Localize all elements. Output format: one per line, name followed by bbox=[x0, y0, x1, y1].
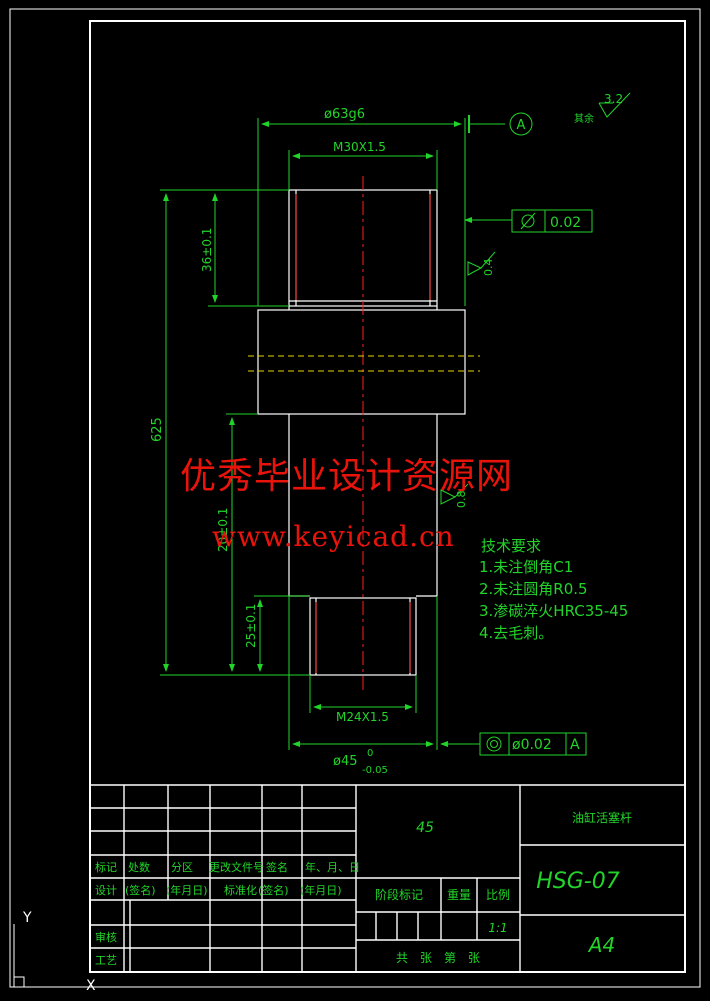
hdr-zone: 分区 bbox=[171, 861, 193, 874]
datum-a-circle bbox=[509, 112, 533, 136]
dim-tol-lower: -0.05 bbox=[362, 765, 388, 776]
coaxiality-datum: A bbox=[570, 737, 580, 753]
roughness-value-2: 0.8 bbox=[455, 491, 468, 509]
title-scale: 1:1 bbox=[488, 921, 507, 935]
dim-thread-top: M30X1.5 bbox=[333, 140, 386, 154]
process-label: 工艺 bbox=[95, 954, 117, 967]
drawing-frame bbox=[89, 20, 686, 973]
dim-mid-len: 20±0.1 bbox=[216, 508, 230, 552]
watermark-url: www.keyicad.cn bbox=[212, 520, 455, 553]
hdr-count: 处数 bbox=[128, 861, 150, 874]
roughness-rest-value: 3.2 bbox=[604, 92, 623, 106]
ucs-y: Y bbox=[22, 910, 32, 926]
tech-title: 技术要求 bbox=[481, 537, 541, 555]
design-label: 设计 bbox=[95, 884, 117, 897]
tech-item: 4.去毛刺。 bbox=[479, 624, 553, 642]
datum-a-label: A bbox=[517, 118, 526, 133]
title-paper: A4 bbox=[587, 933, 615, 957]
design-date1: (年月日) bbox=[166, 883, 208, 897]
tech-item: 1.未注倒角C1 bbox=[479, 558, 573, 576]
ucs-x: X bbox=[86, 978, 96, 994]
paper-border bbox=[9, 8, 701, 988]
design-std: 标准化 bbox=[224, 883, 257, 897]
roughness-value-1: 0.4 bbox=[482, 259, 495, 277]
design-sign2: (签名) bbox=[258, 883, 289, 897]
cylindricity-frame bbox=[511, 209, 593, 233]
dim-outer-dia: ø63g6 bbox=[324, 107, 365, 122]
design-date2: (年月日) bbox=[300, 883, 342, 897]
roughness-rest-label: 其余 bbox=[574, 112, 594, 125]
review-label: 审核 bbox=[95, 930, 117, 944]
coaxiality-value: ø0.02 bbox=[512, 737, 552, 753]
dim-top-len: 36±0.1 bbox=[200, 228, 214, 272]
dim-thread-bottom: M24X1.5 bbox=[336, 710, 389, 724]
title-part-name: 油缸活塞杆 bbox=[572, 810, 632, 825]
hdr-sign: 签名 bbox=[266, 860, 288, 874]
coaxiality-frame bbox=[479, 732, 587, 756]
watermark-title: 优秀毕业设计资源网 bbox=[180, 456, 514, 497]
dimension-lines bbox=[160, 115, 512, 750]
dim-bottom-len: 25±0.1 bbox=[244, 604, 258, 648]
tech-requirements: 技术要求 1.未注倒角C1 2.未注圆角R0.5 3.渗碳淬火HRC35-45 … bbox=[479, 537, 628, 642]
title-stage: 阶段标记 bbox=[375, 887, 423, 902]
tech-item: 3.渗碳淬火HRC35-45 bbox=[479, 602, 628, 620]
title-block-lines bbox=[90, 784, 685, 972]
ucs-icon bbox=[13, 924, 80, 988]
title-material: 45 bbox=[416, 820, 434, 836]
hdr-mark: 标记 bbox=[95, 860, 117, 874]
design-sign1: (签名) bbox=[125, 883, 156, 897]
hdr-doc: 更改文件号 bbox=[209, 860, 264, 874]
dim-total-len: 625 bbox=[150, 417, 165, 442]
cylindricity-value: 0.02 bbox=[550, 215, 581, 231]
thread-lines bbox=[295, 194, 431, 673]
title-sheets: 共 张 第 张 bbox=[396, 951, 480, 965]
dim-tol-upper: 0 bbox=[367, 748, 373, 759]
title-drawing-no: HSG-07 bbox=[536, 869, 620, 894]
hidden-lines bbox=[248, 355, 480, 372]
tech-item: 2.未注圆角R0.5 bbox=[479, 580, 588, 598]
dim-bottom-dia: ø45 bbox=[333, 754, 358, 769]
title-weight: 重量 bbox=[447, 888, 471, 902]
hdr-date: 年、月、日 bbox=[305, 860, 360, 874]
title-ratio: 比例 bbox=[486, 888, 510, 902]
roughness-symbols bbox=[440, 92, 631, 505]
